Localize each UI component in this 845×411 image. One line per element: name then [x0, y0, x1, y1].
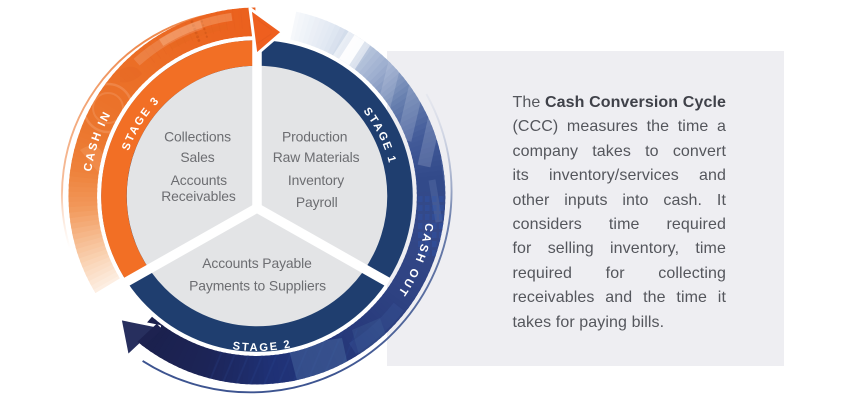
svg-text:Production: Production — [282, 129, 347, 145]
svg-text:Accounts Payable: Accounts Payable — [202, 255, 312, 271]
svg-text:Payroll: Payroll — [296, 194, 338, 210]
svg-text:Payments to Suppliers: Payments to Suppliers — [189, 278, 326, 294]
svg-text:Receivables: Receivables — [161, 188, 236, 204]
svg-text:Inventory: Inventory — [288, 172, 344, 188]
svg-text:STAGE 2: STAGE 2 — [232, 338, 293, 354]
svg-text:Raw Materials: Raw Materials — [273, 149, 360, 165]
svg-text:Sales: Sales — [180, 149, 214, 165]
svg-text:Accounts: Accounts — [171, 172, 227, 188]
svg-text:Collections: Collections — [164, 129, 231, 145]
